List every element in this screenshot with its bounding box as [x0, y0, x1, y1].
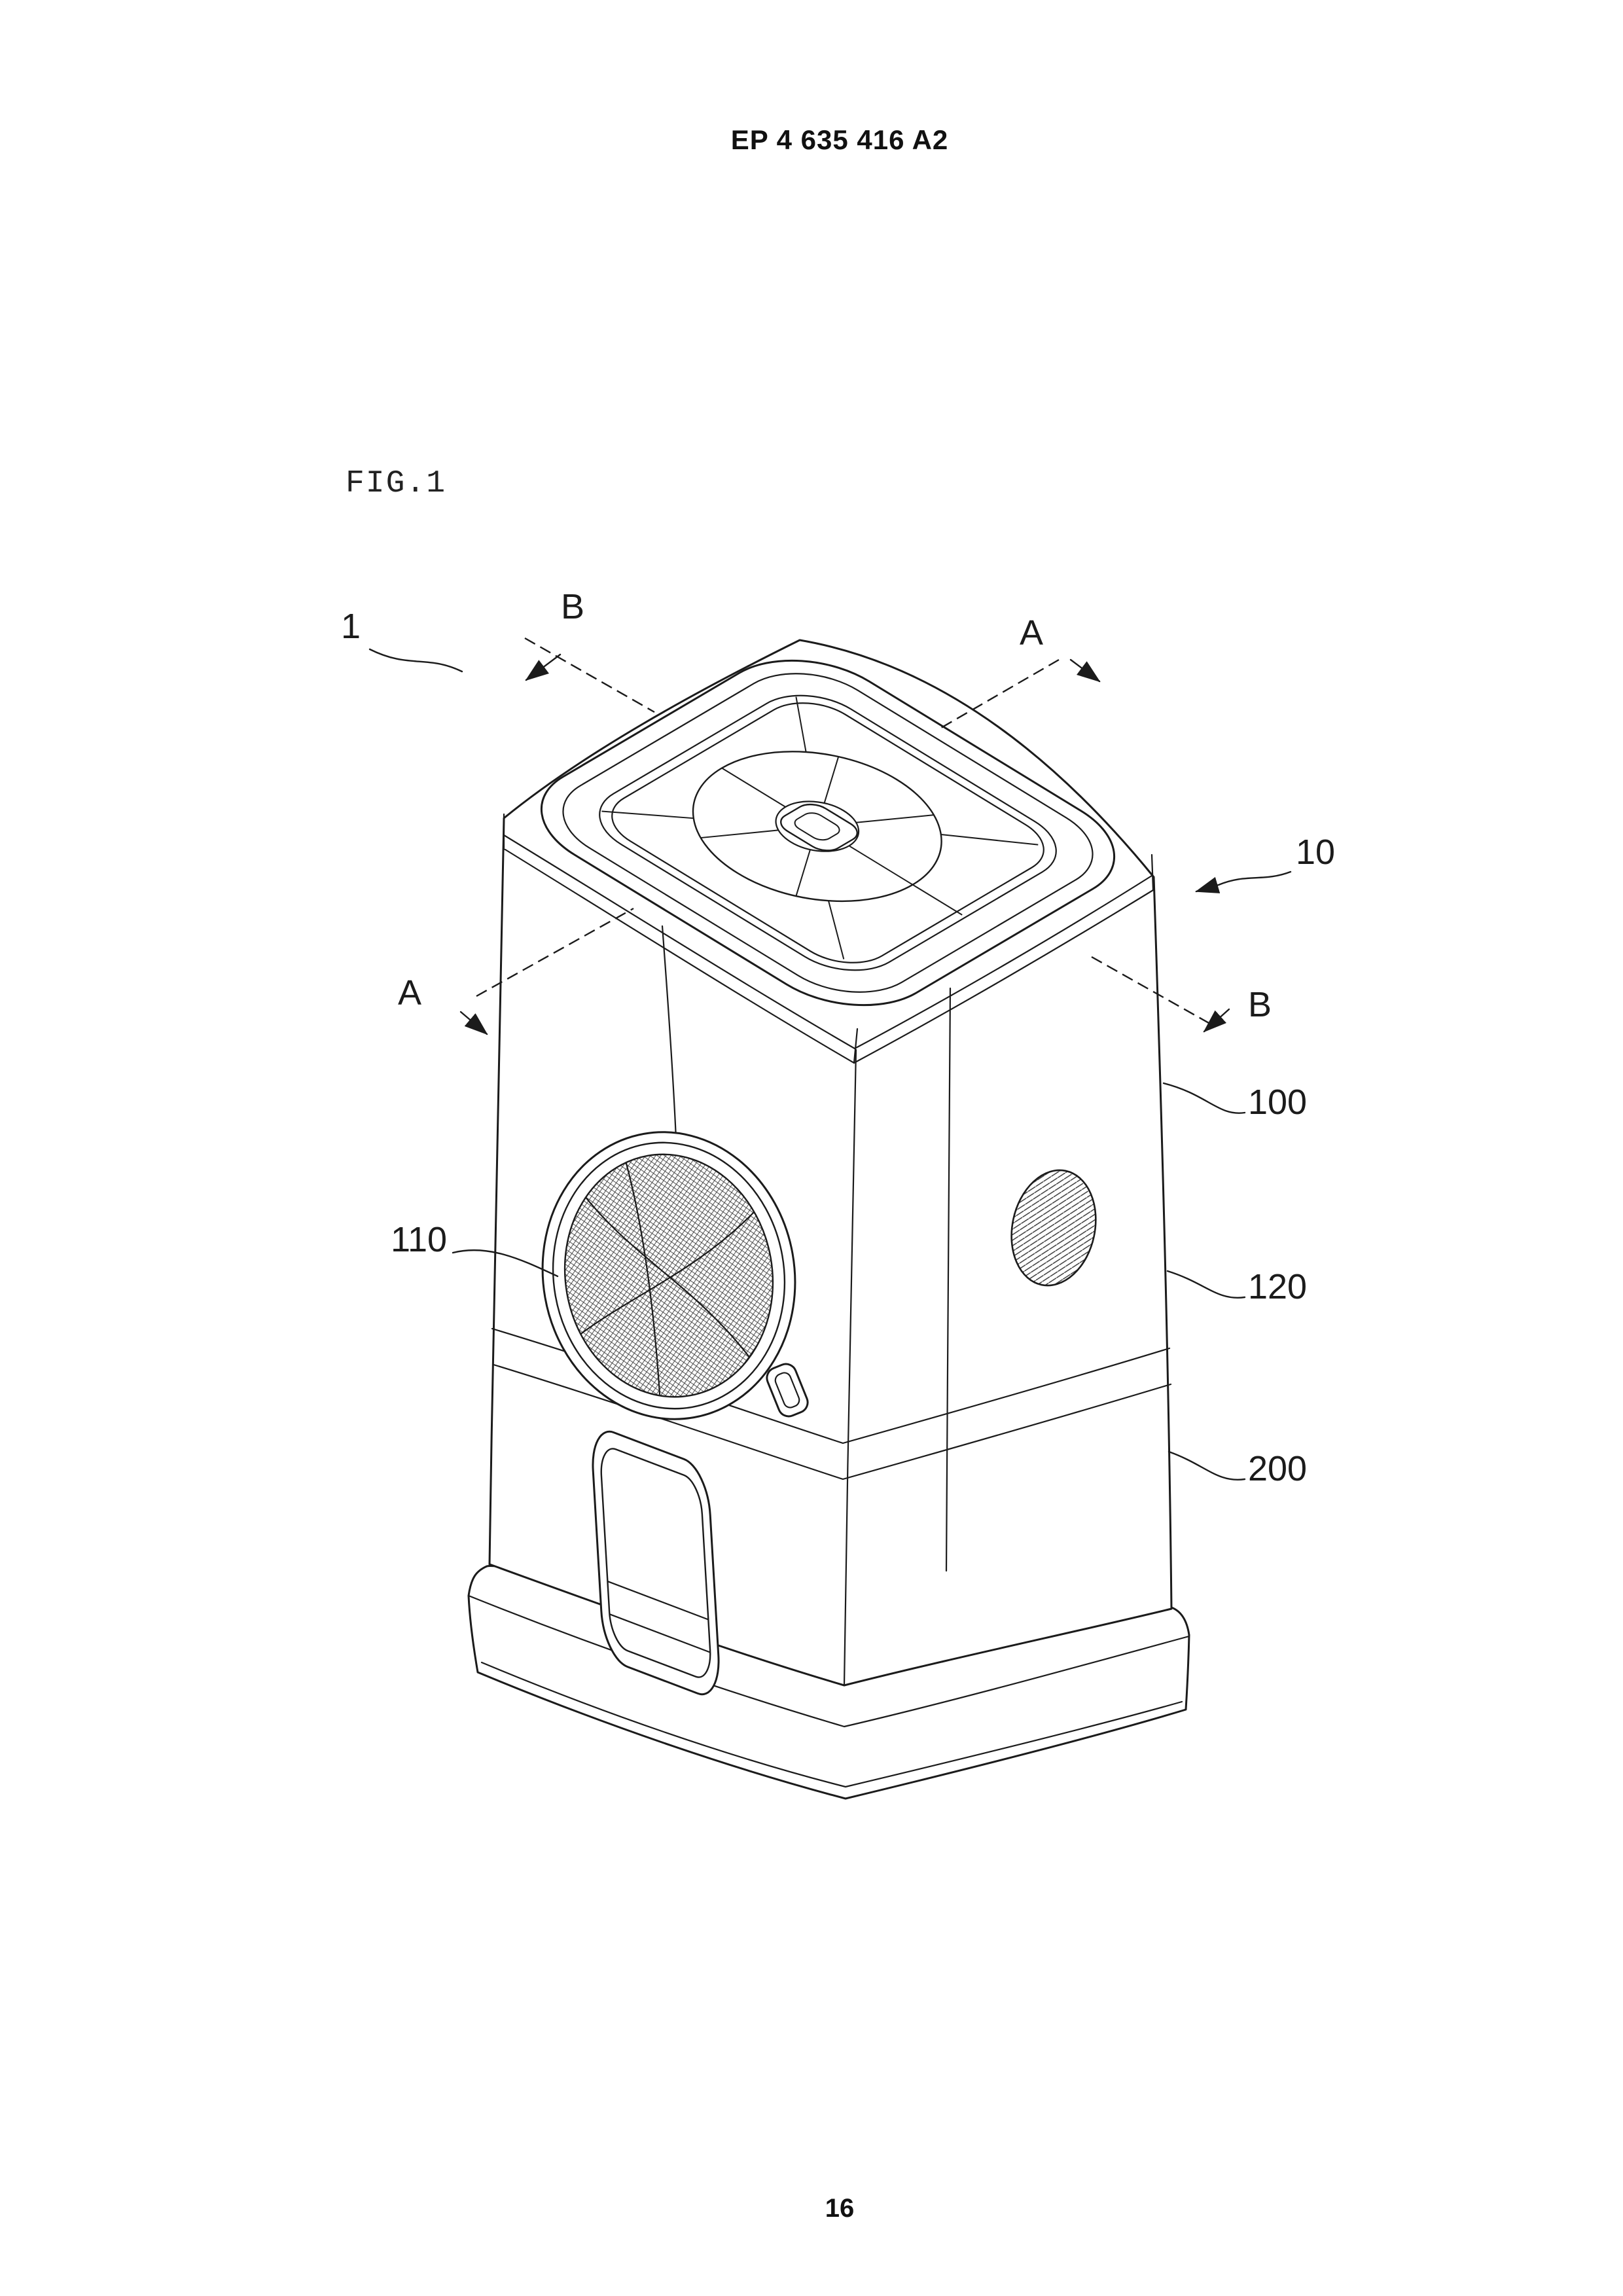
pedal — [590, 1424, 721, 1702]
mesh-door-clasp — [766, 1363, 809, 1418]
ref-label-200: 200 — [1248, 1449, 1307, 1488]
section-label-b-right: B — [1248, 985, 1272, 1024]
ref-label-100: 100 — [1248, 1083, 1307, 1122]
leader-line-120 — [1166, 1270, 1246, 1299]
container-lid — [503, 638, 1154, 1064]
figure-label: FIG.1 — [346, 466, 447, 501]
annotations: 1 B A 10 A B 100 110 — [341, 587, 1335, 1488]
ref-label-110: 110 — [391, 1220, 447, 1259]
section-label-a-left: A — [398, 973, 421, 1013]
ref-label-1: 1 — [341, 607, 361, 646]
leader-line-1 — [368, 648, 463, 673]
mesh-door — [541, 1131, 809, 1420]
section-label-a-top: A — [1020, 613, 1043, 653]
ref-label-10: 10 — [1296, 833, 1335, 872]
leader-line-100 — [1162, 1082, 1246, 1114]
section-label-b-top: B — [561, 587, 584, 626]
section-arrow-b-right — [1203, 1008, 1230, 1033]
section-arrow-a-left — [459, 1011, 488, 1035]
section-line-bb-top — [524, 637, 655, 713]
leader-line-110 — [452, 1249, 559, 1278]
lid-dial — [601, 697, 1059, 973]
section-line-aa-top — [940, 658, 1060, 729]
document-header: EP 4 635 416 A2 — [730, 124, 949, 155]
section-line-aa-left — [476, 907, 634, 997]
leader-line-200 — [1168, 1450, 1246, 1481]
side-vent — [1010, 1169, 1097, 1287]
section-line-bb-right — [1091, 956, 1215, 1028]
section-arrow-a-top — [1069, 658, 1101, 683]
lid-latch — [774, 800, 865, 855]
section-arrow-b-top — [525, 653, 562, 681]
ref-label-120: 120 — [1248, 1267, 1307, 1306]
leader-line-10 — [1195, 870, 1292, 893]
page-number: 16 — [825, 2194, 855, 2223]
